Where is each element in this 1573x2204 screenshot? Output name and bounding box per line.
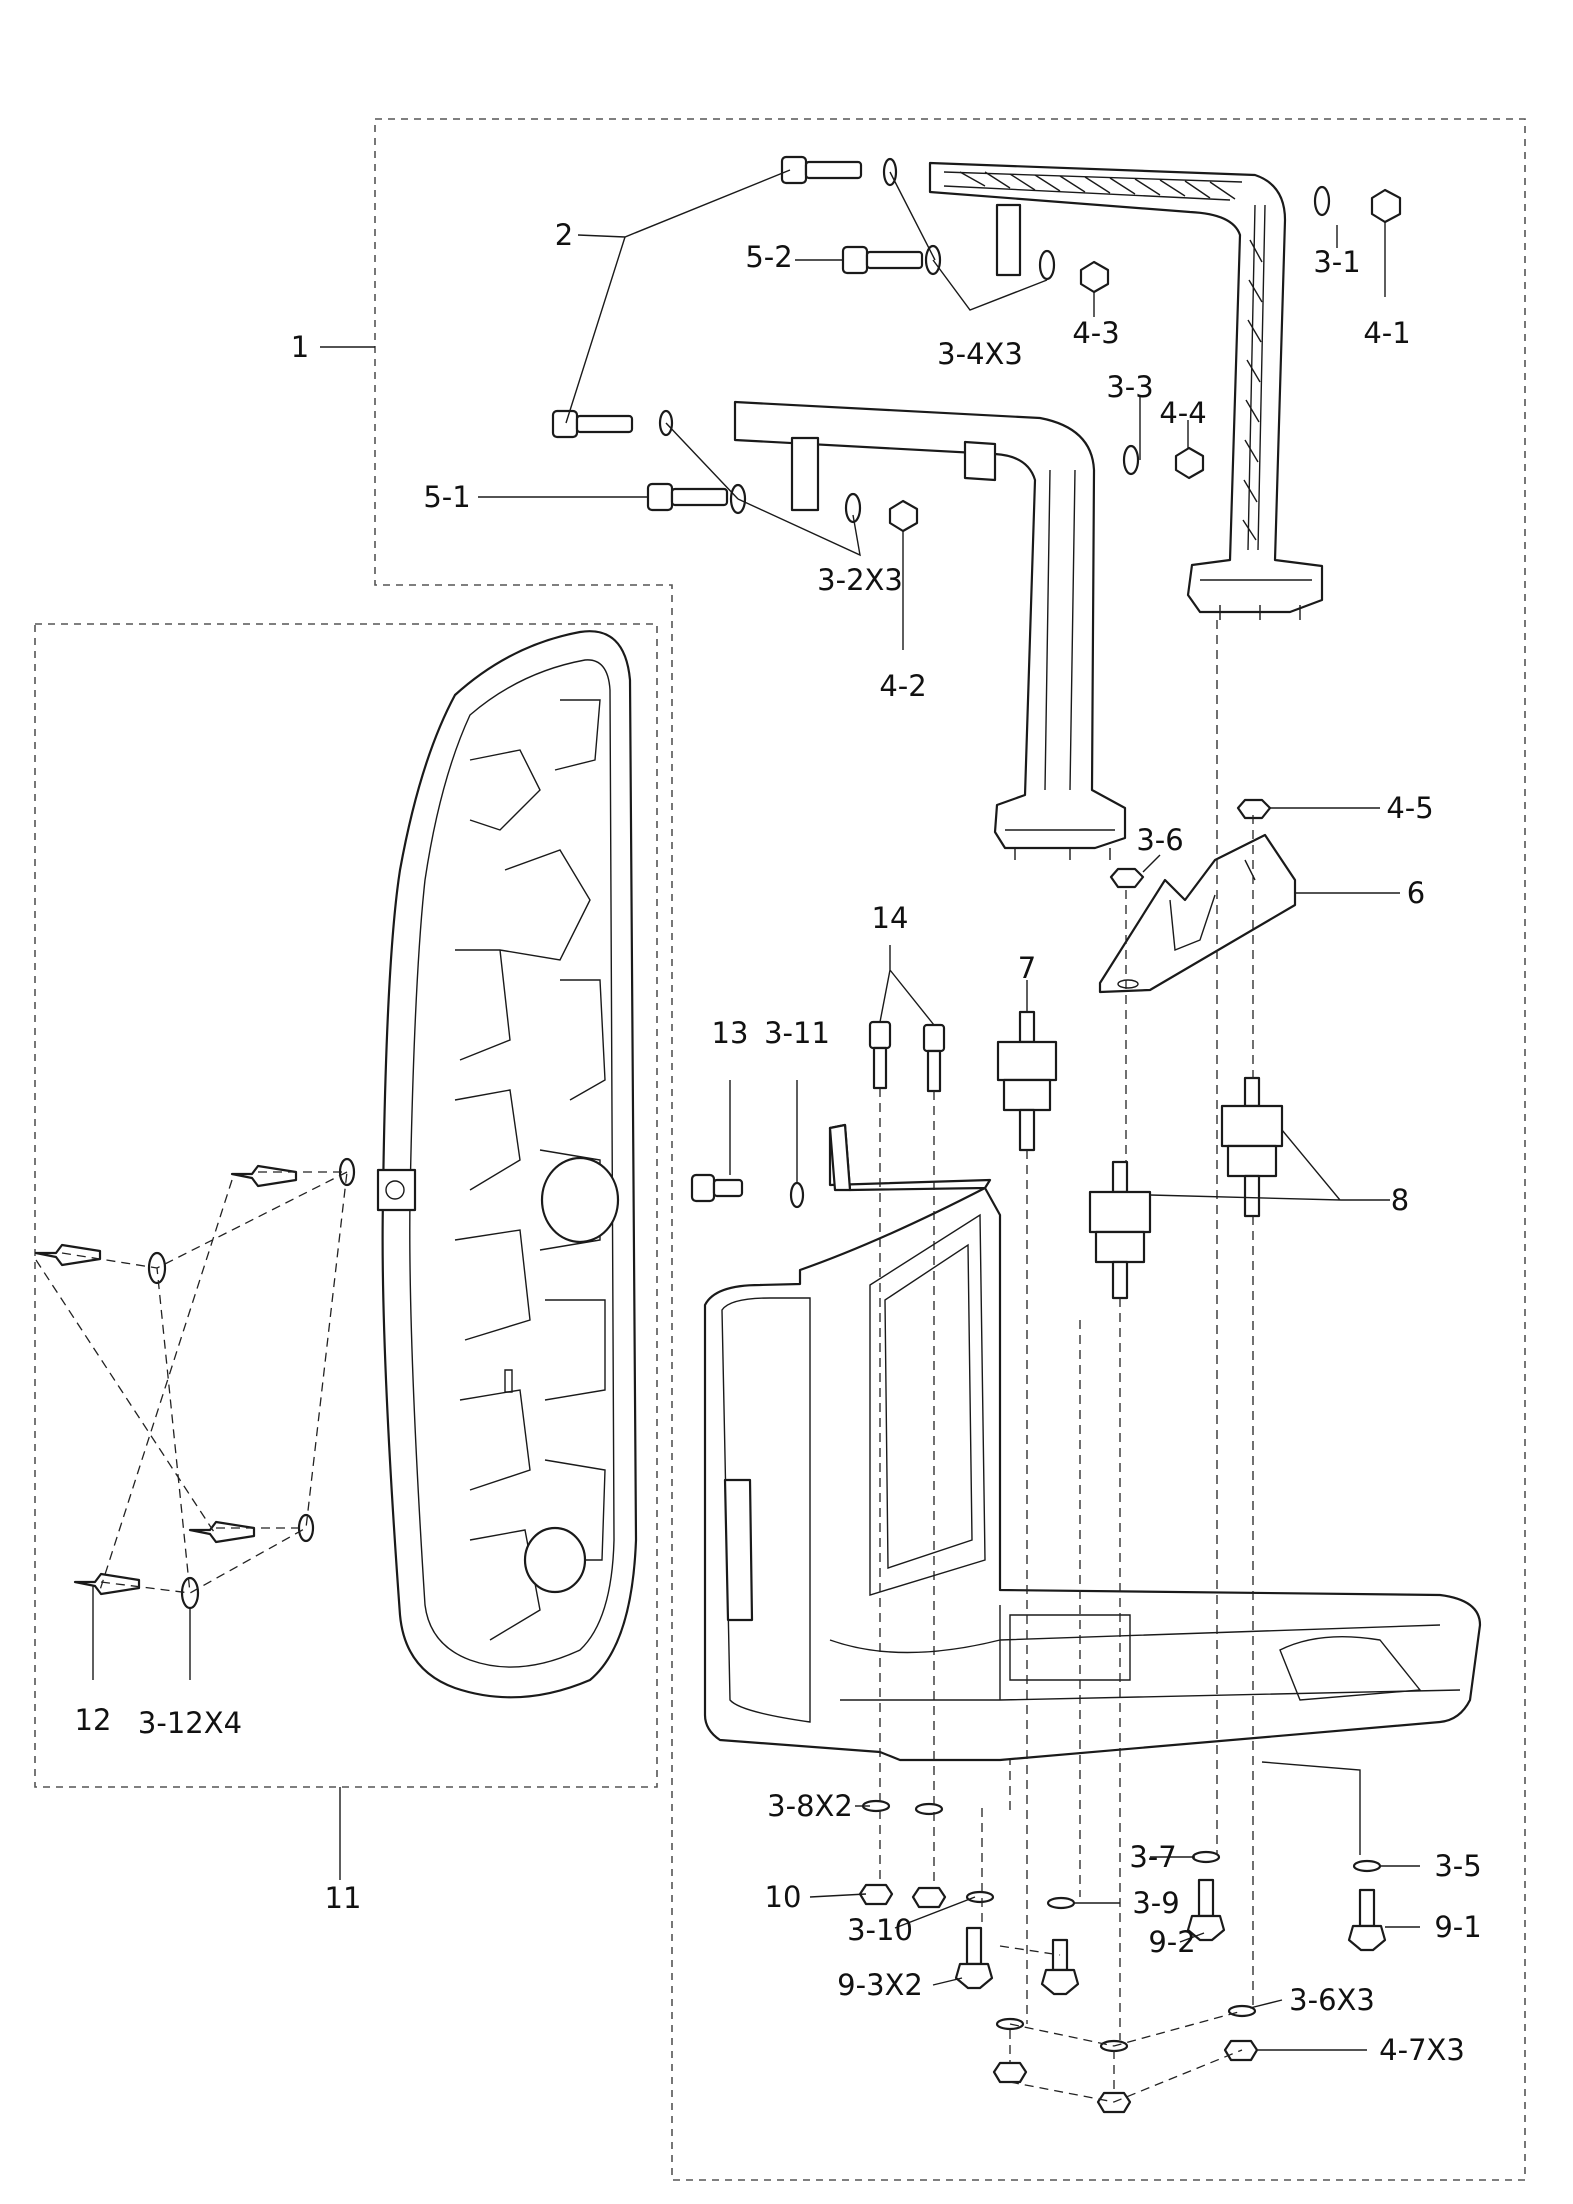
callout-6: 6 — [1407, 876, 1425, 910]
backrest-washers-3-12 — [147, 1157, 356, 1610]
bottom-nuts — [858, 1883, 1259, 2114]
callout-5-2: 5-2 — [745, 240, 792, 274]
callout-7: 7 — [1018, 951, 1036, 985]
callout-4-5: 4-5 — [1386, 791, 1433, 825]
callout-3-6: 3-6 — [1136, 823, 1183, 857]
assembly-11-boundary — [34, 623, 658, 1788]
callout-3-10: 3-10 — [847, 1913, 913, 1947]
callout-3-4x3: 3-4X3 — [937, 337, 1023, 371]
bottom-bolts — [954, 1878, 1387, 1996]
callout-4-4: 4-4 — [1159, 396, 1206, 430]
rubber-mount-8b — [1220, 1076, 1284, 1218]
bolt-5-1 — [646, 482, 729, 512]
callout-10: 10 — [765, 1880, 802, 1914]
callout-3-12x4: 3-12X4 — [138, 1706, 242, 1740]
callout-12: 12 — [75, 1703, 112, 1737]
callout-3-9: 3-9 — [1132, 1886, 1179, 1920]
assembly-1-boundary — [374, 118, 1526, 2181]
leader-lines — [92, 169, 1420, 2051]
bracket-6 — [1098, 833, 1297, 994]
callout-13: 13 — [712, 1016, 749, 1050]
upper-frame-rear — [928, 161, 1324, 620]
callout-3-11: 3-11 — [764, 1016, 830, 1050]
callout-4-2: 4-2 — [879, 669, 926, 703]
rubber-mount-8a — [1088, 1160, 1152, 1300]
callout-labels: 1 2 3-1 4-1 5-2 3-4X3 4-3 3-3 4-4 5-1 3-… — [75, 218, 1482, 2067]
callout-5-1: 5-1 — [423, 480, 470, 514]
callout-3-8x2: 3-8X2 — [767, 1789, 853, 1823]
nuts-upper-frame — [888, 188, 1402, 533]
bolt-13 — [690, 1173, 744, 1203]
callout-3-7: 3-7 — [1129, 1840, 1176, 1874]
callout-3-1: 3-1 — [1313, 245, 1360, 279]
callout-3-3: 3-3 — [1106, 370, 1153, 404]
callout-8: 8 — [1391, 1183, 1409, 1217]
washers-upper-frame — [658, 157, 1331, 1209]
callout-9-1: 9-1 — [1434, 1910, 1481, 1944]
nut-4-5 — [1236, 798, 1272, 820]
callout-3-2x3: 3-2X3 — [817, 563, 903, 597]
callout-14: 14 — [872, 901, 909, 935]
rubber-mount-7 — [996, 1010, 1058, 1152]
callout-4-7x3: 4-7X3 — [1379, 2033, 1465, 2067]
callout-9-2: 9-2 — [1148, 1925, 1195, 1959]
callout-3-6x3: 3-6X3 — [1289, 1983, 1375, 2017]
nut-3-6 — [1109, 867, 1145, 889]
callout-11: 11 — [325, 1881, 362, 1915]
base-tray — [703, 1123, 1482, 1762]
backrest-panel — [376, 630, 638, 1699]
backrest-rivets-12 — [34, 1164, 298, 1596]
bolt-5-2 — [841, 245, 924, 275]
callout-4-3: 4-3 — [1072, 316, 1119, 350]
bolt-2-upper — [780, 155, 863, 185]
callout-2: 2 — [555, 218, 573, 252]
callout-1: 1 — [291, 330, 309, 364]
assembly-axes — [35, 620, 1254, 2103]
callout-3-5: 3-5 — [1434, 1849, 1481, 1883]
bolt-2-lower — [551, 409, 634, 439]
upper-frame-front — [733, 400, 1127, 860]
callout-9-3x2: 9-3X2 — [837, 1968, 923, 2002]
screws-14 — [868, 1020, 946, 1093]
callout-4-1: 4-1 — [1363, 316, 1410, 350]
